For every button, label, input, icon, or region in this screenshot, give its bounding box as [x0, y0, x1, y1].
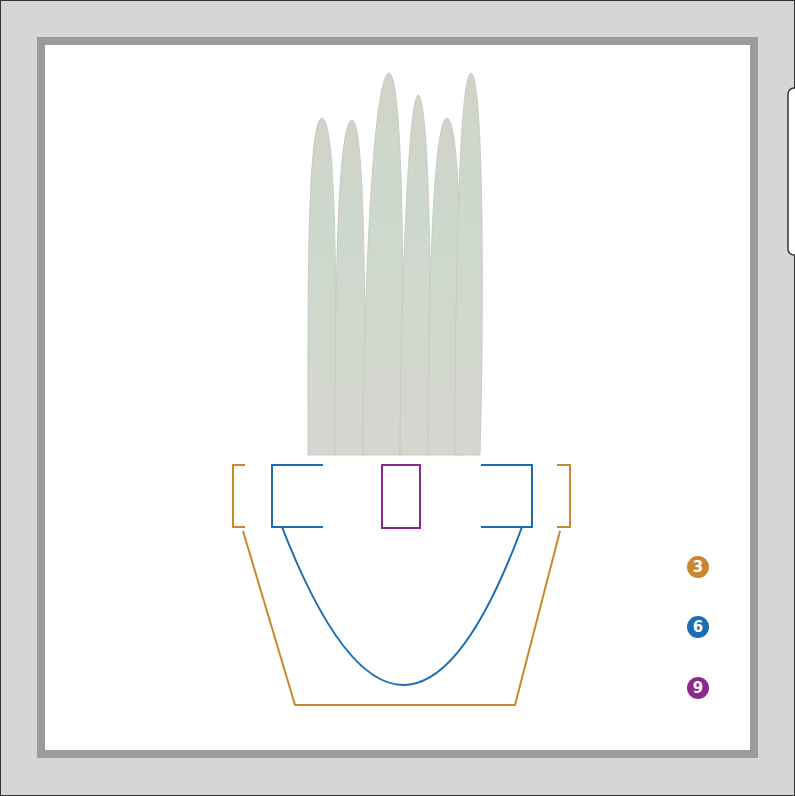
callout-number: 6	[687, 616, 709, 638]
pot-outline	[233, 465, 570, 705]
drawing-panel	[41, 41, 754, 754]
callout-number: 9	[687, 677, 709, 699]
callout-text: 3	[693, 560, 703, 575]
side-panel	[788, 88, 795, 255]
plant-leaves	[308, 73, 482, 455]
callout-text: 6	[693, 620, 703, 635]
callout-text: 9	[693, 681, 703, 696]
callout-number: 3	[687, 556, 709, 578]
